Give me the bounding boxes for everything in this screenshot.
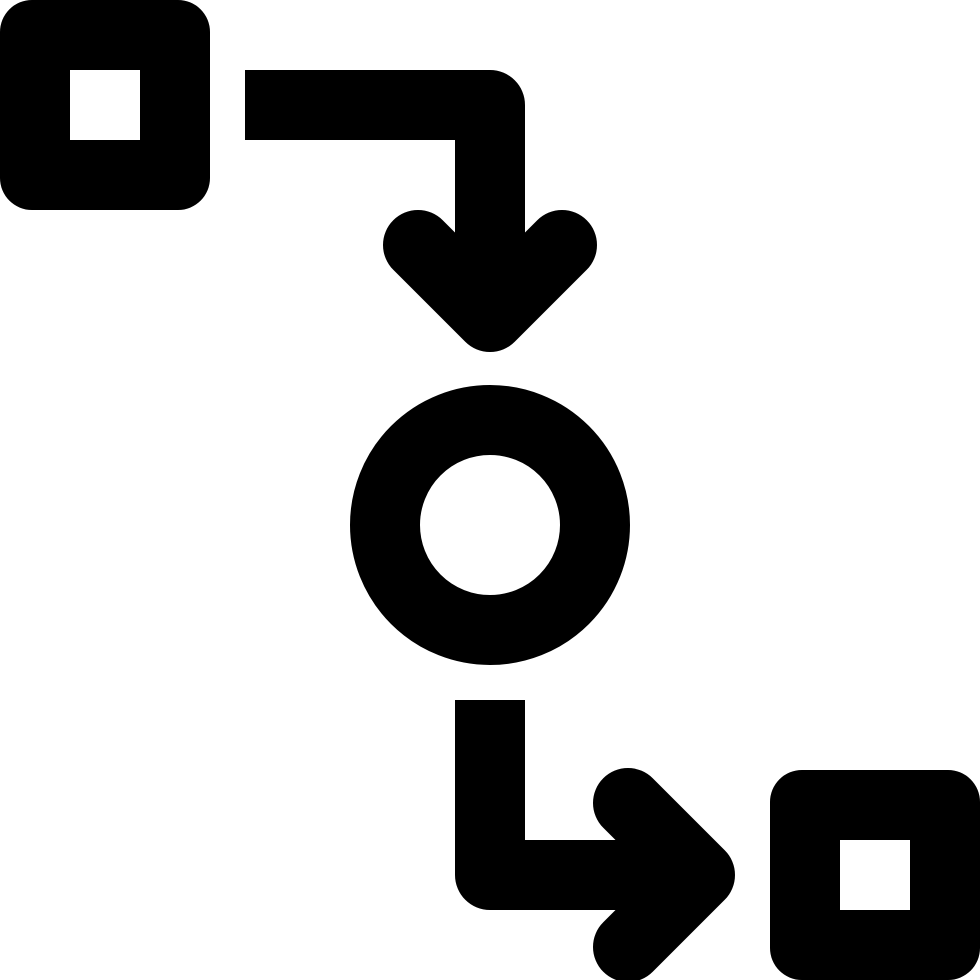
end-node-icon [770, 770, 980, 980]
arrow-down-icon [245, 70, 597, 352]
start-node-icon [0, 0, 210, 210]
decision-node-icon [350, 385, 630, 665]
arrow-right-icon [455, 700, 735, 980]
